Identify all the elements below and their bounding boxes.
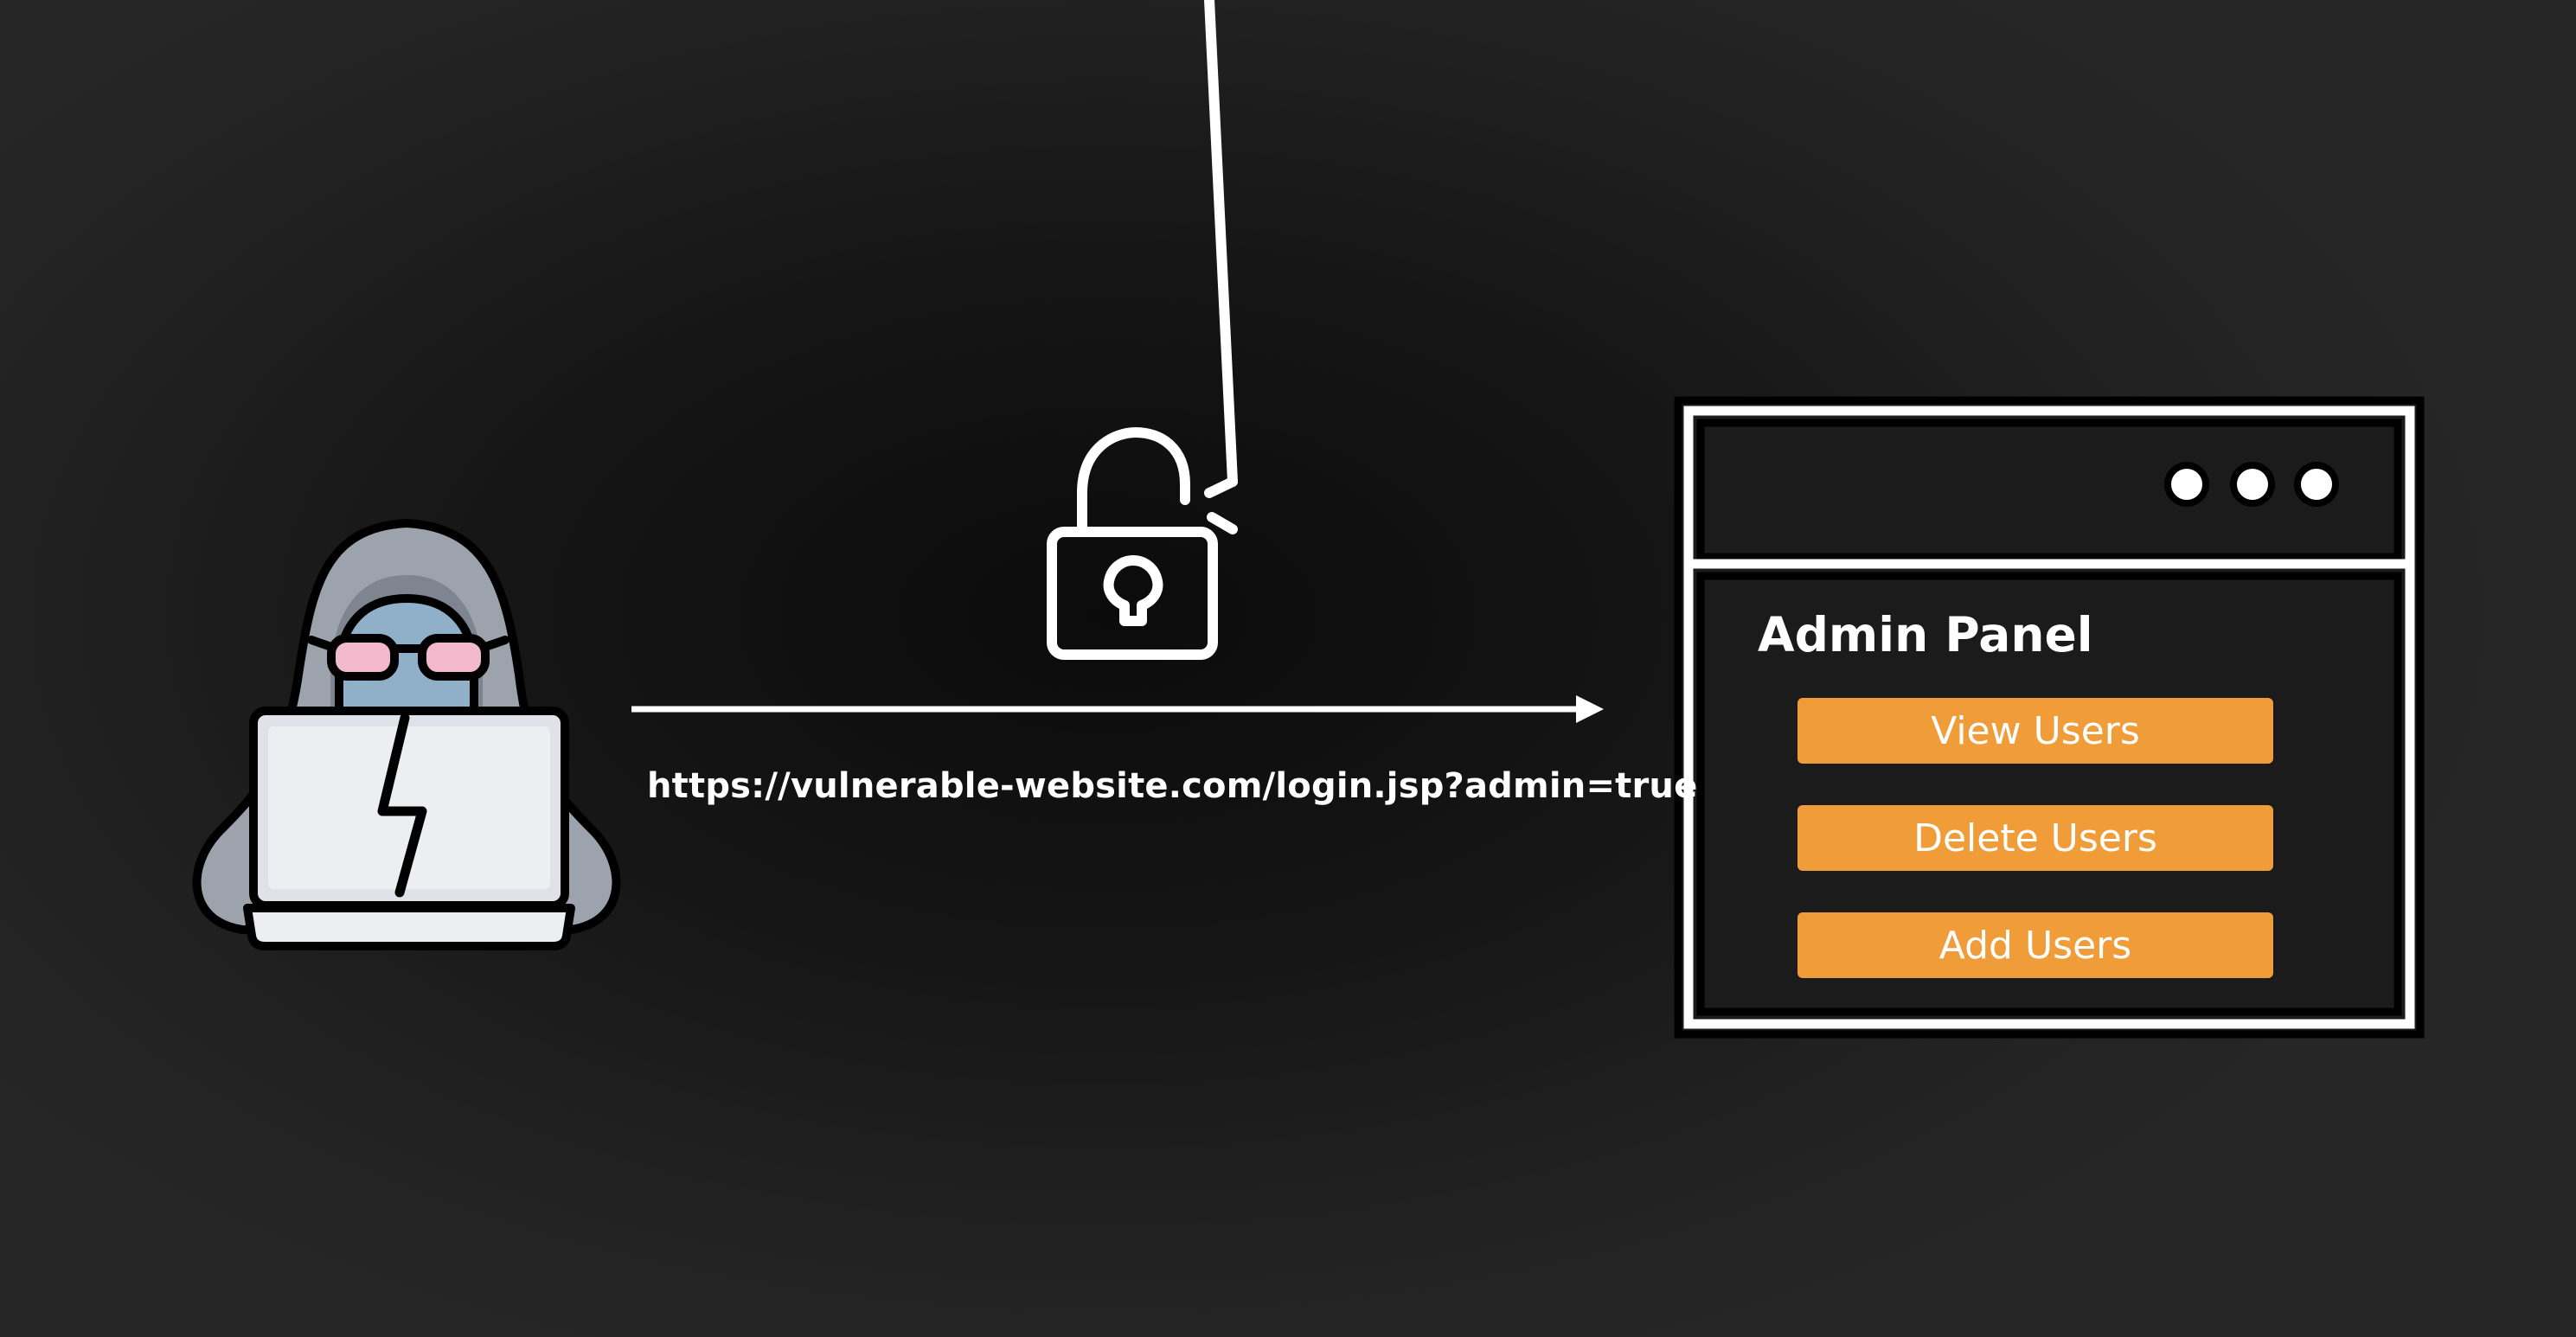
request-arrow — [631, 695, 1604, 723]
hacker-icon — [192, 519, 621, 950]
window-dots-icon — [2164, 462, 2339, 507]
view-users-button[interactable]: View Users — [1796, 696, 2275, 765]
admin-panel-title: Admin Panel — [1758, 607, 2093, 662]
delete-users-button[interactable]: Delete Users — [1796, 803, 2275, 873]
add-users-button[interactable]: Add Users — [1796, 911, 2275, 980]
request-url: https://vulnerable-website.com/login.jsp… — [647, 766, 1698, 806]
unlocked-padlock-icon — [1047, 0, 1238, 660]
